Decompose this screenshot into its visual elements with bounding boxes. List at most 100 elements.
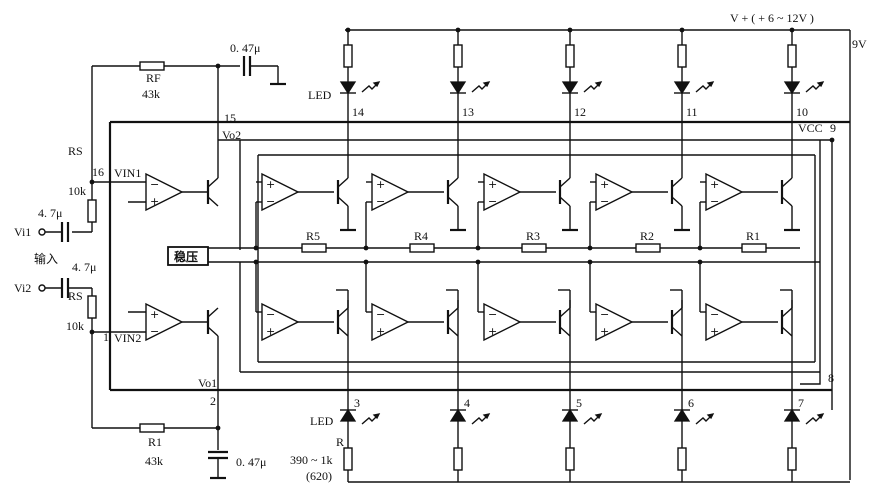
input-transistor-2-emitter bbox=[207, 326, 219, 337]
bottom-led-resistor-2 bbox=[453, 447, 463, 471]
top-transistor-2-emitter bbox=[447, 196, 459, 207]
top-led-5 bbox=[783, 81, 801, 95]
bottom-transistor-5-emitter bbox=[781, 326, 793, 337]
divider-resistor-1 bbox=[301, 243, 327, 253]
bottom-transistor-3-emitter bbox=[559, 326, 571, 337]
junction-dot bbox=[587, 259, 593, 265]
lower-comparator-5-bottom-sign: + bbox=[710, 325, 719, 338]
junction-dot bbox=[363, 259, 369, 265]
bottom-led-1-arrow-head bbox=[372, 413, 381, 420]
lower-comparator-4-top-sign: − bbox=[600, 308, 609, 321]
bottom-transistor-4-collector bbox=[671, 307, 683, 318]
upper-comparator-5-bottom-sign: − bbox=[710, 195, 719, 208]
bottom-led-5-light-arrow bbox=[805, 413, 824, 425]
junction-dot bbox=[789, 27, 795, 33]
bottom-pin-label-3: 5 bbox=[576, 396, 582, 410]
pin8-label: 8 bbox=[828, 371, 834, 385]
junction-dot bbox=[587, 245, 593, 251]
vi2-terminal bbox=[38, 284, 46, 292]
bottom-led-5 bbox=[783, 408, 801, 422]
lower-comparator-2-top-sign: − bbox=[376, 308, 385, 321]
top-transistor-2-collector bbox=[447, 177, 459, 188]
bottom-led-3-arrow-head bbox=[594, 413, 603, 420]
top-transistor-1-emitter bbox=[337, 196, 349, 207]
r1-bottom-name: R1 bbox=[148, 435, 162, 449]
pin9-label: 9 bbox=[830, 121, 836, 135]
lower-comparator-5 bbox=[705, 302, 744, 342]
top-led-resistor-4 bbox=[677, 44, 687, 68]
top-led-4-arrow-head bbox=[706, 81, 715, 88]
bottom-pin-label-1: 3 bbox=[354, 396, 360, 410]
bottom-pin-label-5: 7 bbox=[798, 396, 804, 410]
input-label: 输入 bbox=[34, 251, 58, 266]
lower-comparator-3-top-sign: − bbox=[488, 308, 497, 321]
upper-comparator-5-top-sign: + bbox=[710, 178, 719, 191]
voltage-regulator-label: 稳压 bbox=[174, 249, 198, 264]
rf-resistor bbox=[139, 61, 165, 71]
divider-label-1: R5 bbox=[306, 229, 320, 243]
lower-comparator-1-top-sign: − bbox=[266, 308, 275, 321]
lower-comparator-2 bbox=[371, 302, 410, 342]
input-amp-1-top-sign: − bbox=[150, 178, 159, 191]
top-led-3-arrow-head bbox=[594, 81, 603, 88]
top-transistor-3-collector bbox=[559, 177, 571, 188]
top-led-5-arrow-head bbox=[816, 81, 825, 88]
bottom-led-resistor-3 bbox=[565, 447, 575, 471]
bottom-pin-label-4: 6 bbox=[688, 396, 694, 410]
top-transistor-1-collector bbox=[337, 177, 349, 188]
junction-dot bbox=[475, 245, 481, 251]
r-led-value: 390 ~ 1k bbox=[290, 453, 333, 467]
top-transistor-4-collector bbox=[671, 177, 683, 188]
cin-bot-label: 4. 7μ bbox=[72, 260, 96, 274]
bottom-led-resistor-1 bbox=[343, 447, 353, 471]
lower-comparator-3 bbox=[483, 302, 522, 342]
junction-dot bbox=[697, 245, 703, 251]
junction-dot bbox=[679, 27, 685, 33]
divider-label-3: R3 bbox=[526, 229, 540, 243]
supply-9v-label: 9V bbox=[852, 37, 867, 51]
lower-comparator-1 bbox=[261, 302, 300, 342]
divider-label-2: R4 bbox=[414, 229, 428, 243]
junction-dot bbox=[89, 329, 95, 335]
bottom-led-5-arrow-head bbox=[816, 413, 825, 420]
top-led-resistor-3 bbox=[565, 44, 575, 68]
wiring bbox=[44, 29, 851, 483]
vi2-label: Vi2 bbox=[14, 281, 31, 295]
bottom-transistor-2-collector bbox=[447, 307, 459, 318]
lower-comparator-4-bottom-sign: + bbox=[600, 325, 609, 338]
bottom-transistor-3-collector bbox=[559, 307, 571, 318]
upper-comparator-2 bbox=[371, 172, 410, 212]
upper-comparator-4 bbox=[595, 172, 634, 212]
vcc-label: VCC bbox=[798, 121, 823, 135]
rf-value: 43k bbox=[142, 87, 160, 101]
bottom-led-1-light-arrow bbox=[361, 413, 380, 425]
vi1-terminal bbox=[38, 228, 46, 236]
junction-dot bbox=[697, 259, 703, 265]
r1-bottom-resistor bbox=[139, 423, 165, 433]
junction-dot bbox=[215, 425, 221, 431]
lower-comparator-2-bottom-sign: + bbox=[376, 325, 385, 338]
rs-bot-resistor bbox=[87, 295, 97, 319]
rs-top-name: RS bbox=[68, 144, 83, 158]
r-led-alt: (620) bbox=[306, 469, 332, 483]
junction-dot bbox=[253, 259, 259, 265]
cap-bottom-label: 0. 47μ bbox=[236, 455, 266, 469]
pin16-label: 16 bbox=[92, 165, 104, 179]
input-transistor-1-emitter bbox=[207, 196, 219, 207]
bottom-led-4 bbox=[673, 408, 691, 422]
top-led-1-light-arrow bbox=[361, 81, 380, 93]
junction-dot bbox=[253, 245, 259, 251]
bottom-led-1 bbox=[339, 408, 357, 422]
r-led-name: R bbox=[336, 435, 344, 449]
upper-comparator-3-bottom-sign: − bbox=[488, 195, 497, 208]
top-led-1 bbox=[339, 81, 357, 95]
junction-dot bbox=[215, 63, 221, 69]
divider-resistor-3 bbox=[521, 243, 547, 253]
cap-top-label: 0. 47μ bbox=[230, 41, 260, 55]
pin2-label: 2 bbox=[210, 394, 216, 408]
led-bottom-label: LED bbox=[310, 414, 334, 428]
input-transistor-1-collector bbox=[207, 177, 219, 188]
voltage-regulator-box bbox=[167, 246, 209, 266]
input-amp-2-bottom-sign: − bbox=[150, 325, 159, 338]
divider-resistor-5 bbox=[741, 243, 767, 253]
